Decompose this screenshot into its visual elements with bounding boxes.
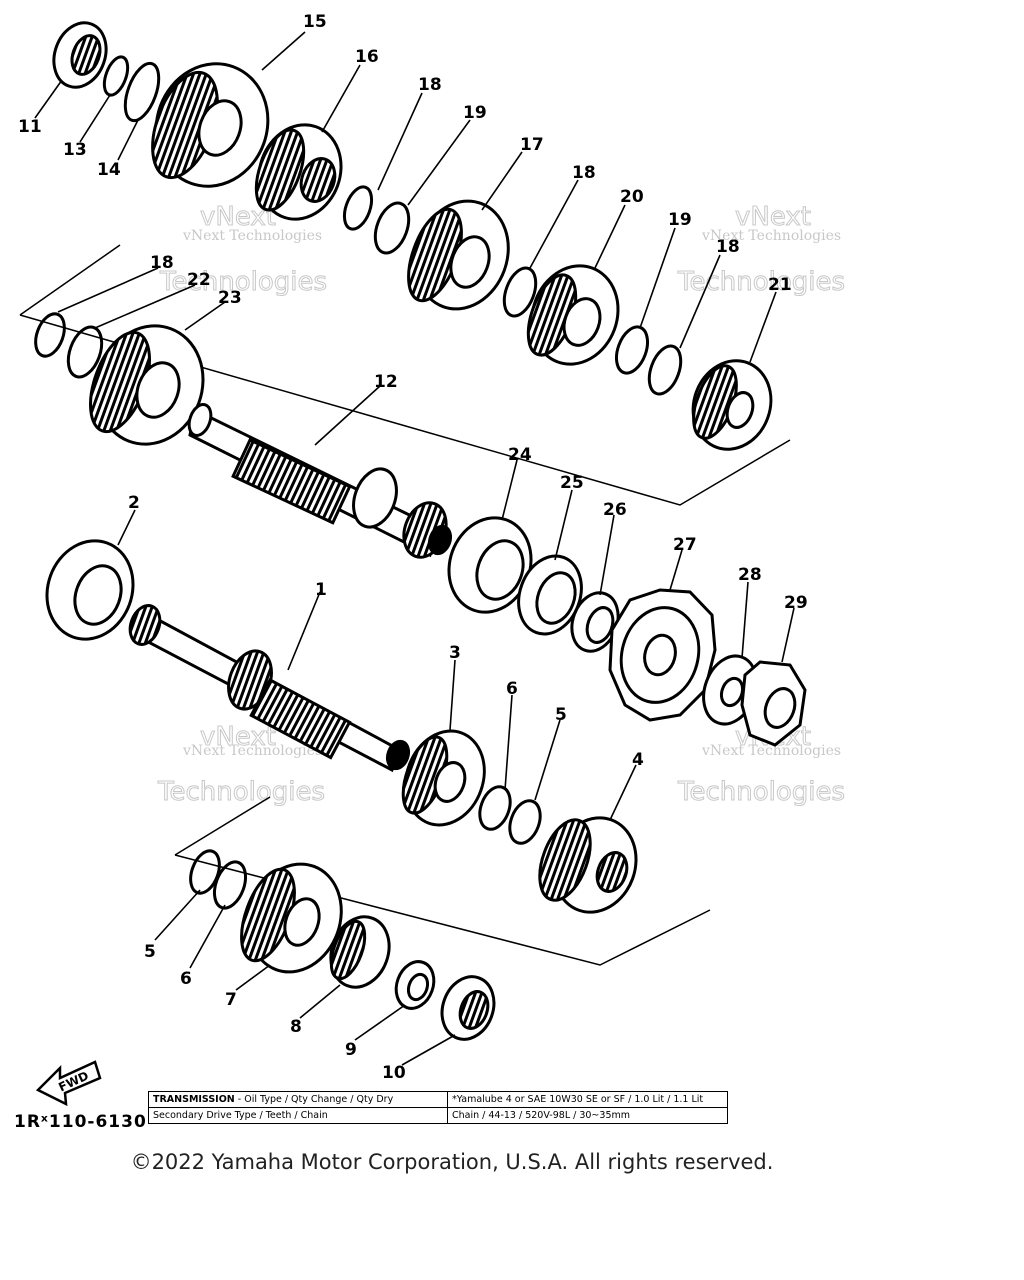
spec-label-transmission: TRANSMISSION - Oil Type / Qty Change / Q…: [148, 1091, 448, 1108]
callout-7: 7: [225, 990, 237, 1010]
spec-label-secondary-drive: Secondary Drive Type / Teeth / Chain: [148, 1107, 448, 1124]
callout-8: 8: [290, 1017, 302, 1037]
part-5-circlip: [189, 849, 221, 895]
callout-5: 5: [555, 705, 567, 725]
part-16-gear: [254, 123, 343, 221]
part-20-gear: [526, 264, 620, 366]
spec-row-transmission: TRANSMISSION - Oil Type / Qty Change / Q…: [148, 1091, 728, 1108]
part-29-nut: [740, 660, 807, 747]
part-6-washer: [212, 860, 248, 910]
part-25-oil-seal: [517, 554, 583, 636]
watermark-text: vNext Technologies: [701, 228, 841, 244]
part-10-bearing: [440, 975, 496, 1041]
part-4-gear: [538, 816, 638, 914]
callout-20: 20: [620, 187, 644, 207]
copyright-notice: ©2022 Yamaha Motor Corporation, U.S.A. A…: [130, 1150, 774, 1174]
callout-18: 18: [716, 237, 740, 257]
callout-12: 12: [374, 372, 398, 392]
callout-18: 18: [418, 75, 442, 95]
callout-17: 17: [520, 135, 544, 155]
part-5-circlip: [508, 799, 542, 845]
part-18-circlip: [34, 312, 66, 358]
callout-18: 18: [150, 253, 174, 273]
callout-15: 15: [303, 12, 327, 32]
diagram-part-number: 1Rˣ110-6130: [14, 1112, 147, 1132]
part-11-bearing: [52, 21, 108, 89]
part-3-gear: [401, 729, 486, 827]
callout-5: 5: [144, 942, 156, 962]
part-21-gear: [691, 359, 773, 451]
callout-26: 26: [603, 500, 627, 520]
spec-label-bold: TRANSMISSION: [153, 1094, 235, 1105]
part-18-circlip: [647, 344, 683, 396]
part-24-bearing: [447, 516, 533, 614]
callout-1: 1: [315, 580, 327, 600]
callout-13: 13: [63, 140, 87, 160]
leader-lines: [34, 31, 795, 1066]
part-23-gear: [89, 324, 205, 446]
callout-11: 11: [18, 117, 42, 137]
part-9-collar: [394, 960, 436, 1010]
watermark-big: Technologies: [157, 777, 325, 807]
watermark-text: vNext Technologies: [701, 743, 841, 759]
callout-21: 21: [768, 275, 792, 295]
part-1-drive-axle: [128, 604, 411, 773]
part-6-washer: [478, 785, 512, 831]
callout-22: 22: [187, 270, 211, 290]
part-8-gear: [329, 915, 391, 989]
part-19-washer: [373, 201, 411, 255]
watermark-big: vNext: [735, 202, 811, 232]
callout-6: 6: [506, 679, 518, 699]
part-2-bearing: [45, 539, 135, 641]
part-27-drive-sprocket: [608, 588, 717, 722]
callout-2: 2: [128, 493, 140, 513]
watermark-big: Technologies: [677, 777, 845, 807]
part-15-gear: [151, 62, 270, 188]
callout-10: 10: [382, 1063, 406, 1083]
callout-labels: 15 16 18 19 17 18 20 19 18 21 11 13 14 1…: [18, 12, 808, 1083]
part-18-circlip: [502, 266, 538, 318]
part-19-washer: [614, 325, 650, 375]
part-14-washer: [123, 61, 161, 123]
callout-27: 27: [673, 535, 697, 555]
part-26-collar: [570, 591, 620, 653]
part-22-washer: [66, 325, 104, 379]
callout-16: 16: [355, 47, 379, 67]
callout-14: 14: [97, 160, 121, 180]
watermark-text: vNext Technologies: [182, 743, 322, 759]
callout-25: 25: [560, 473, 584, 493]
part-18-circlip: [342, 185, 374, 231]
spec-value-transmission: *Yamalube 4 or SAE 10W30 SE or SF / 1.0 …: [447, 1091, 728, 1108]
callout-9: 9: [345, 1040, 357, 1060]
watermark-group: vNext Technologies vNext Technologies vN…: [157, 202, 846, 808]
callout-18: 18: [572, 163, 596, 183]
watermark-text: vNext Technologies: [182, 228, 322, 244]
part-12-main-axle: [187, 403, 453, 559]
part-13-washer: [102, 55, 130, 97]
callout-23: 23: [218, 288, 242, 308]
callout-19: 19: [668, 210, 692, 230]
callout-24: 24: [508, 445, 532, 465]
watermark-big: Technologies: [159, 267, 327, 297]
callout-3: 3: [449, 643, 461, 663]
spec-value-secondary-drive: Chain / 44-13 / 520V-98L / 30~35mm: [447, 1107, 728, 1124]
spec-row-secondary-drive: Secondary Drive Type / Teeth / Chain Cha…: [148, 1107, 728, 1124]
callout-28: 28: [738, 565, 762, 585]
part-17-gear: [407, 199, 510, 311]
callout-4: 4: [632, 750, 644, 770]
spec-table: TRANSMISSION - Oil Type / Qty Change / Q…: [148, 1091, 728, 1124]
watermark-big: vNext: [200, 722, 276, 752]
fwd-arrow-icon: FWD: [35, 1060, 102, 1107]
callout-29: 29: [784, 593, 808, 613]
spec-label-rest: - Oil Type / Qty Change / Qty Dry: [234, 1094, 394, 1105]
watermark-big: Technologies: [677, 267, 845, 297]
callout-6: 6: [180, 969, 192, 989]
callout-19: 19: [463, 103, 487, 123]
